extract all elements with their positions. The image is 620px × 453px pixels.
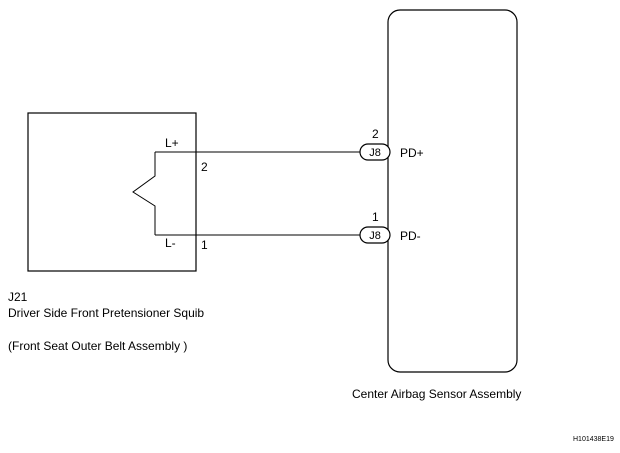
squib-lplus-pin-number: 2 [201,160,208,174]
squib-lplus-label: L+ [165,136,179,150]
squib-element-symbol [132,152,156,235]
squib-name: Driver Side Front Pretensioner Squib [8,306,204,320]
sensor-pd-minus-label: PD- [400,229,421,243]
squib-code: J21 [8,290,28,304]
sensor-box [387,9,518,373]
squib-lminus-label: L- [165,236,176,250]
squib-box [27,112,197,272]
squib-lminus-pin-number: 1 [201,238,208,252]
sensor-pd-plus-label: PD+ [400,146,424,160]
figure-id: H101438E19 [573,436,614,443]
connector-plus-outline [359,143,391,161]
connector-minus-label: J8 [369,230,381,242]
connector-plus-label: J8 [369,147,381,159]
sensor-pd-plus-pin-number: 2 [372,127,379,141]
sensor-pd-minus-pin-number: 1 [372,210,379,224]
squib-note: (Front Seat Outer Belt Assembly ) [8,339,187,353]
sensor-name: Center Airbag Sensor Assembly [352,387,521,401]
connector-minus-outline [359,226,391,244]
